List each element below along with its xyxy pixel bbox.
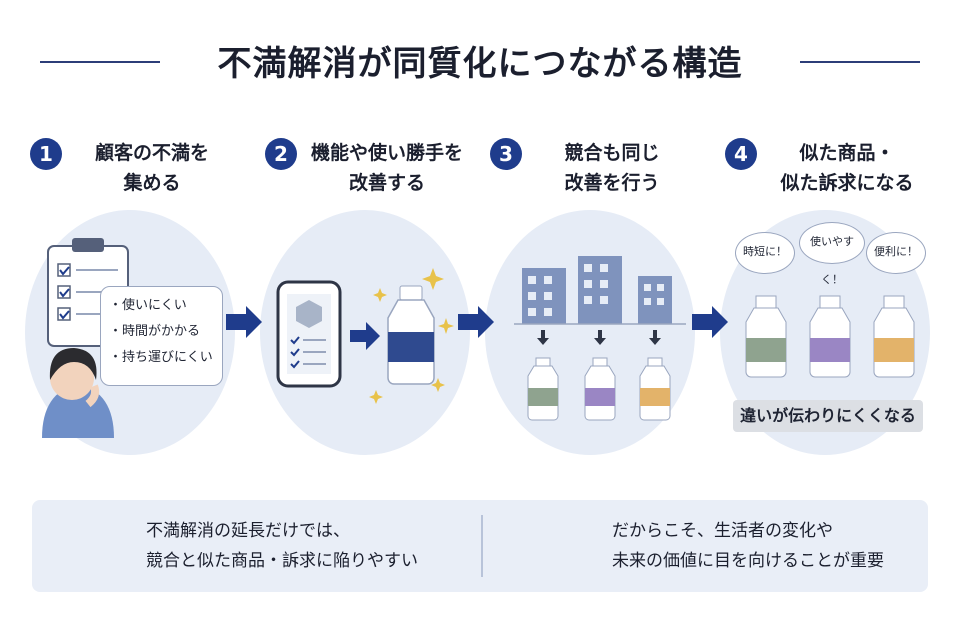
title-line-right: [800, 61, 920, 63]
step-number: 1: [30, 138, 62, 170]
arrow-right-icon: [692, 306, 728, 338]
bottle-icon: [873, 295, 915, 378]
claim-bubble: 便利に！: [866, 232, 926, 274]
step-number: 2: [265, 138, 297, 170]
warning-line2: 競合と似た商品・訴求に陥りやすい: [146, 551, 418, 571]
step-label: 機能や使い勝手を 改善する: [303, 138, 471, 198]
step-1-header: 1 顧客の不満を 集める: [20, 130, 240, 200]
title-row: 不満解消が同質化につながる構造: [0, 30, 960, 90]
step-3-header: 3 競合も同じ 改善を行う: [480, 130, 700, 200]
insight-line2: 未来の価値に目を向けることが重要: [612, 551, 884, 571]
sparkle-icon: [369, 268, 454, 404]
step-label: 似た商品・ 似た訴求になる: [763, 138, 931, 198]
step-label-line1: 機能や使い勝手を: [310, 142, 463, 164]
arrow-right-icon: [226, 306, 262, 338]
step-label: 競合も同じ 改善を行う: [528, 138, 696, 198]
step-label-line1: 顧客の不満を: [94, 142, 209, 164]
bottle-icon: [584, 357, 616, 421]
warning-text: 不満解消の延長だけでは、 競合と似た商品・訴求に陥りやすい: [146, 516, 466, 576]
step-2-header: 2 機能や使い勝手を 改善する: [255, 130, 475, 200]
step-label-line2: 似た訴求になる: [780, 172, 914, 194]
arrow-right-icon: [458, 306, 494, 338]
down-arrows: [537, 330, 661, 345]
step-4-header: 4 似た商品・ 似た訴求になる: [715, 130, 935, 200]
bottle-icon: [639, 357, 671, 421]
warning-line1: 不満解消の延長だけでは、: [146, 521, 350, 541]
step-label-line1: 競合も同じ: [564, 142, 660, 164]
step-label-line2: 改善する: [348, 172, 425, 194]
person-thinking-icon: [42, 348, 114, 438]
bottle-icon: [527, 357, 559, 421]
page-title: 不満解消が同質化につながる構造: [217, 44, 743, 84]
building-icon: [638, 276, 672, 324]
banner-divider: [481, 515, 483, 577]
result-label: 違いが伝わりにくくなる: [733, 400, 923, 432]
bottle-icon: [387, 285, 435, 385]
step-number: 4: [725, 138, 757, 170]
insight-line1: だからこそ、生活者の変化や: [612, 521, 833, 541]
title-line-left: [40, 61, 160, 63]
step-number: 3: [490, 138, 522, 170]
building-icon: [522, 268, 566, 324]
arrow-right-icon: [350, 322, 380, 350]
step-label: 顧客の不満を 集める: [68, 138, 236, 198]
smartphone-icon: [276, 280, 342, 388]
summary-banner: [32, 500, 928, 592]
claim-bubble: 使いやすく！: [799, 222, 865, 286]
complaint-item: ・使いにくい: [109, 298, 187, 313]
step-label-line2: 改善を行う: [564, 172, 660, 194]
complaints-bubble: ・使いにくい ・時間がかかる ・持ち運びにくい: [100, 286, 223, 386]
complaint-item: ・時間がかかる: [109, 324, 201, 339]
step-label-line1: 似た商品・: [799, 142, 895, 164]
complaint-item: ・持ち運びにくい: [109, 350, 213, 365]
insight-text: だからこそ、生活者の変化や 未来の価値に目を向けることが重要: [612, 516, 912, 576]
bottle-icon: [809, 295, 851, 378]
claim-bubble: 時短に！: [735, 232, 795, 274]
step-label-line2: 集める: [123, 172, 181, 194]
bottle-icon: [745, 295, 787, 378]
building-icon: [578, 256, 622, 324]
